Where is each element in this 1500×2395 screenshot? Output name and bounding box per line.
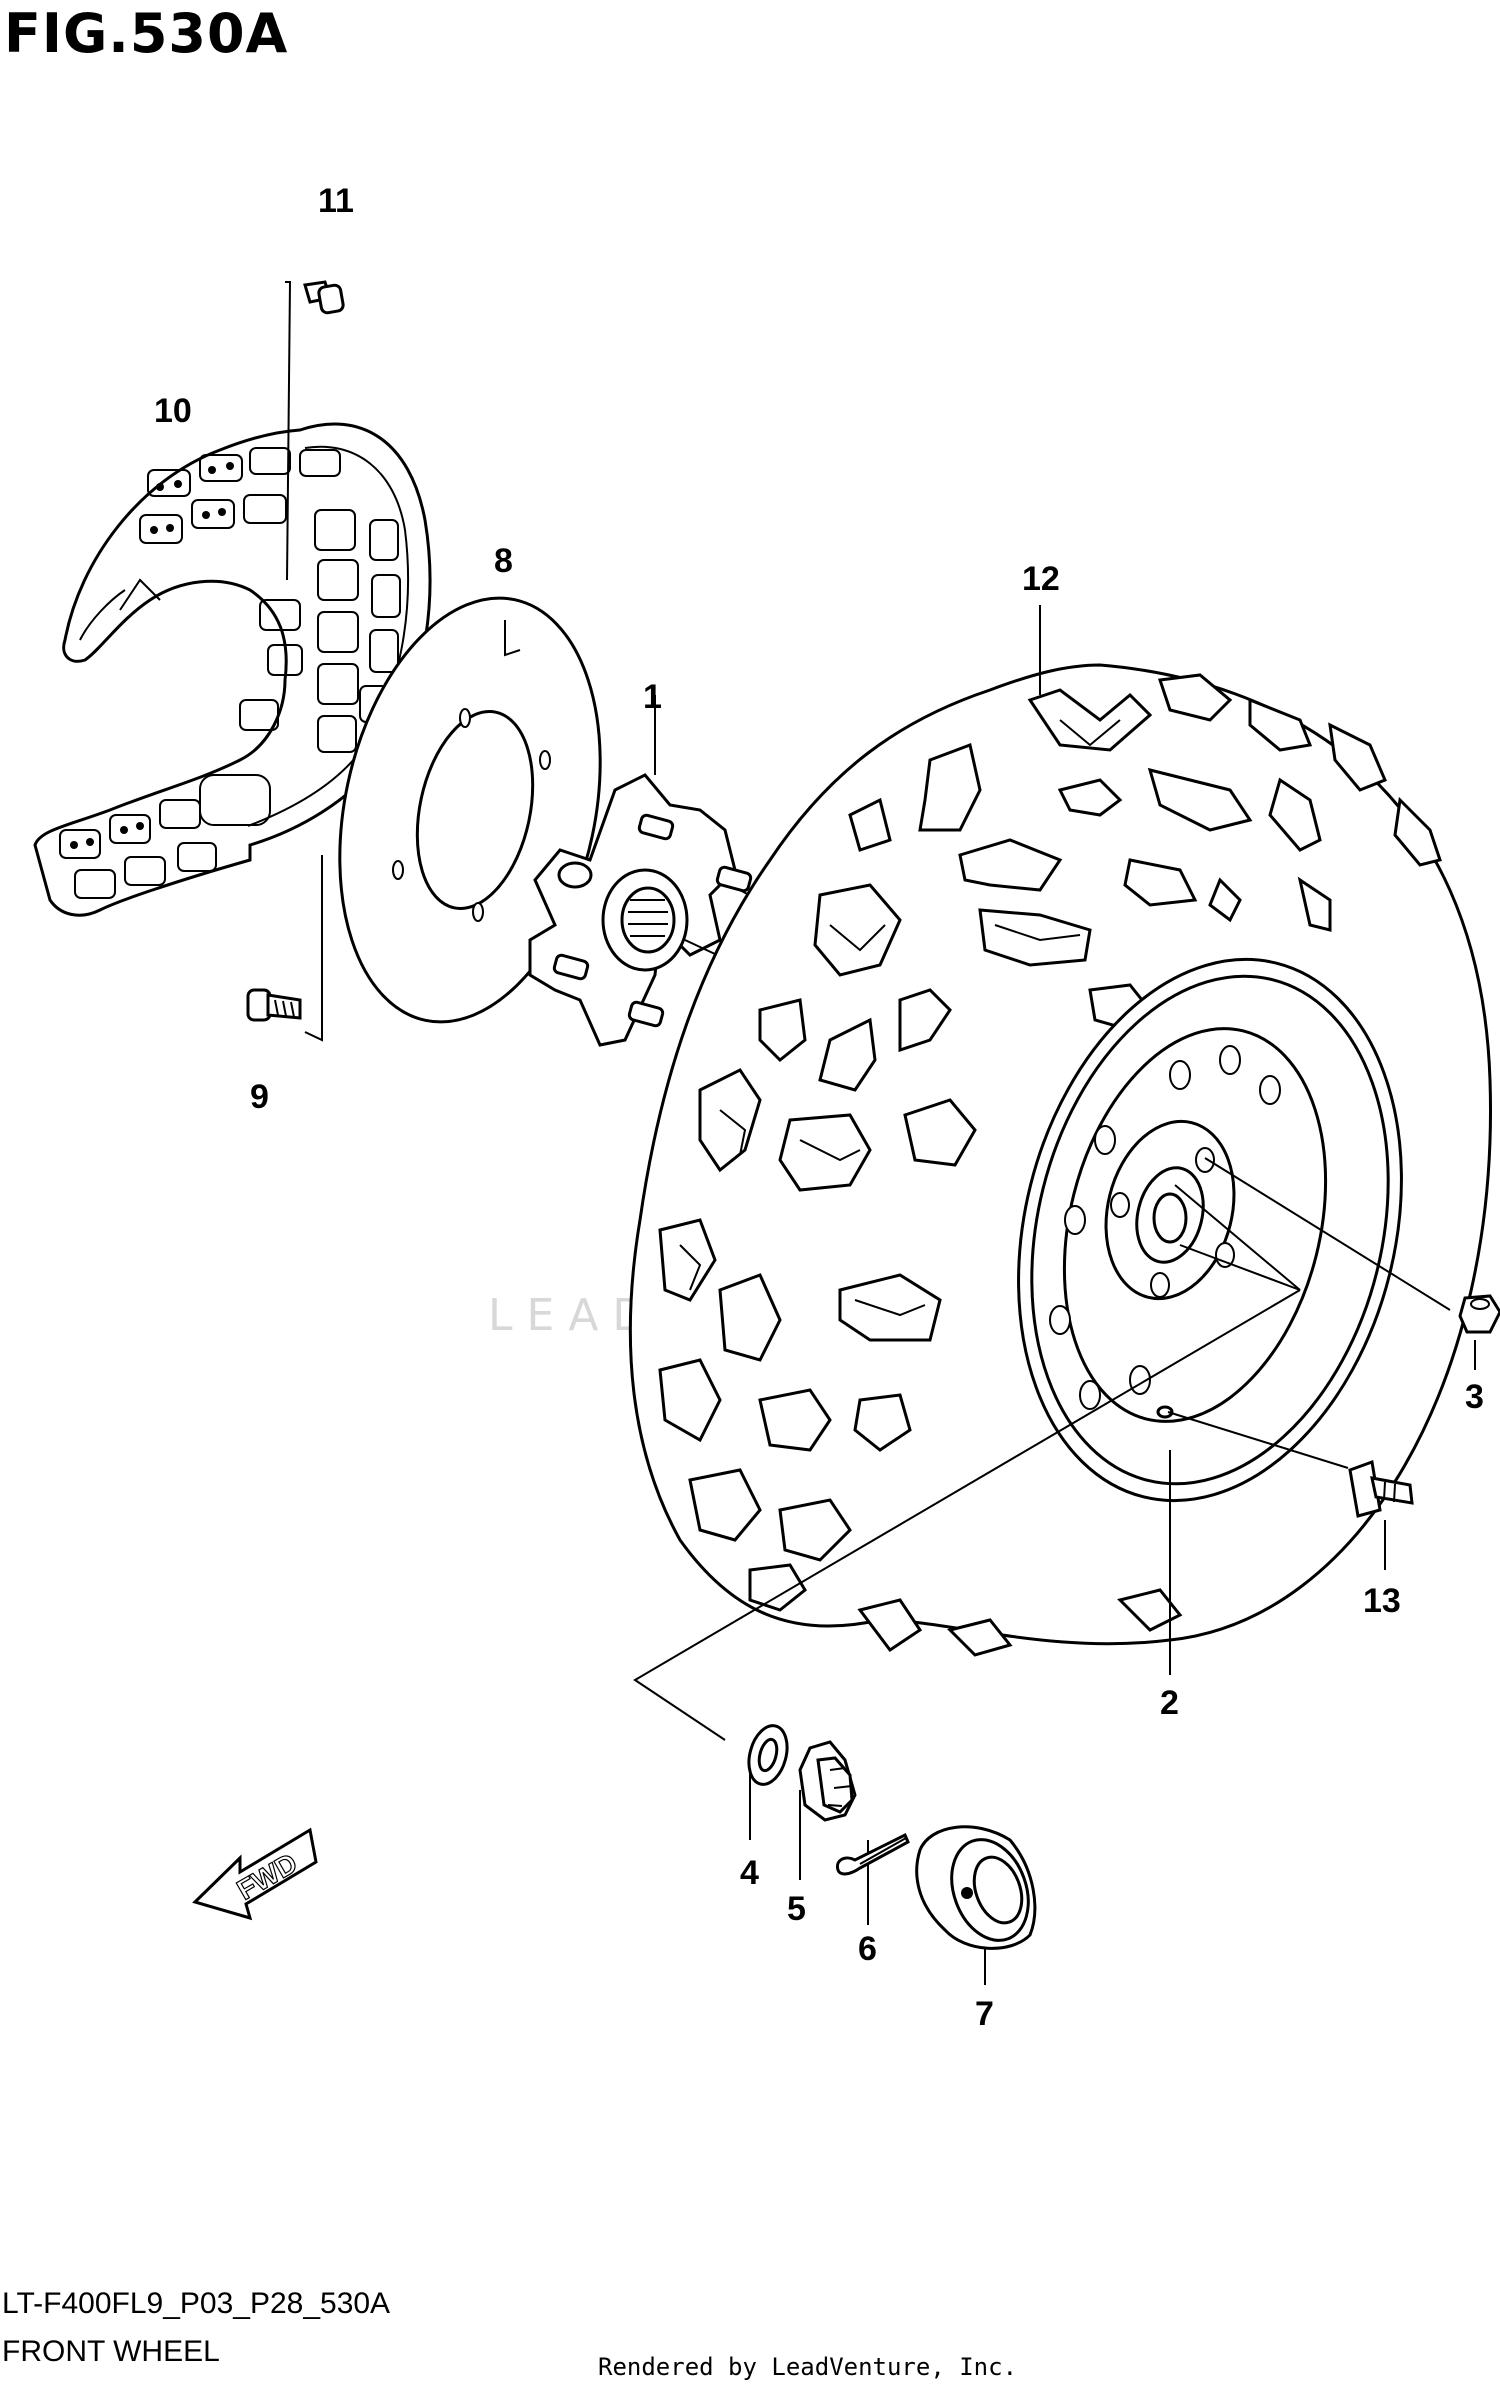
callout-3: 3 (1465, 1378, 1484, 1416)
callout-6: 6 (858, 1930, 877, 1968)
callout-8: 8 (494, 542, 513, 580)
wheel-hub-part[interactable] (528, 773, 753, 1047)
washer-part[interactable] (743, 1721, 793, 1788)
leader-11-9 (285, 281, 323, 1042)
callout-10: 10 (154, 392, 192, 430)
valve-part[interactable] (1348, 1459, 1414, 1518)
diagram-code: LT-F400FL9_P03_P28_530A (2, 2287, 391, 2320)
wheel-nut-part[interactable] (1458, 1294, 1500, 1334)
callout-5: 5 (787, 1890, 806, 1928)
callout-2: 2 (1160, 1684, 1179, 1722)
fwd-arrow-icon: FWD (192, 1827, 318, 1921)
bolt-11-part[interactable] (303, 280, 345, 315)
hub-cap-part[interactable] (915, 1825, 1042, 1951)
callout-7: 7 (975, 1995, 994, 2033)
castle-nut-part[interactable] (798, 1740, 857, 1822)
callout-12: 12 (1022, 560, 1060, 598)
callout-11: 11 (318, 182, 354, 220)
bolt-9-part[interactable] (246, 988, 302, 1022)
diagram-name: FRONT WHEEL (2, 2335, 220, 2368)
cotter-pin-part[interactable] (835, 1832, 910, 1876)
figure-title: FIG.530A (4, 2, 289, 65)
callout-13: 13 (1363, 1582, 1401, 1620)
callout-4: 4 (740, 1854, 759, 1892)
callout-9: 9 (250, 1078, 269, 1116)
tire-part[interactable] (628, 663, 1493, 1657)
callout-1: 1 (643, 678, 662, 716)
rendered-by-credit: Rendered by LeadVenture, Inc. (598, 2353, 1018, 2381)
disc-guard-part[interactable] (33, 422, 432, 917)
